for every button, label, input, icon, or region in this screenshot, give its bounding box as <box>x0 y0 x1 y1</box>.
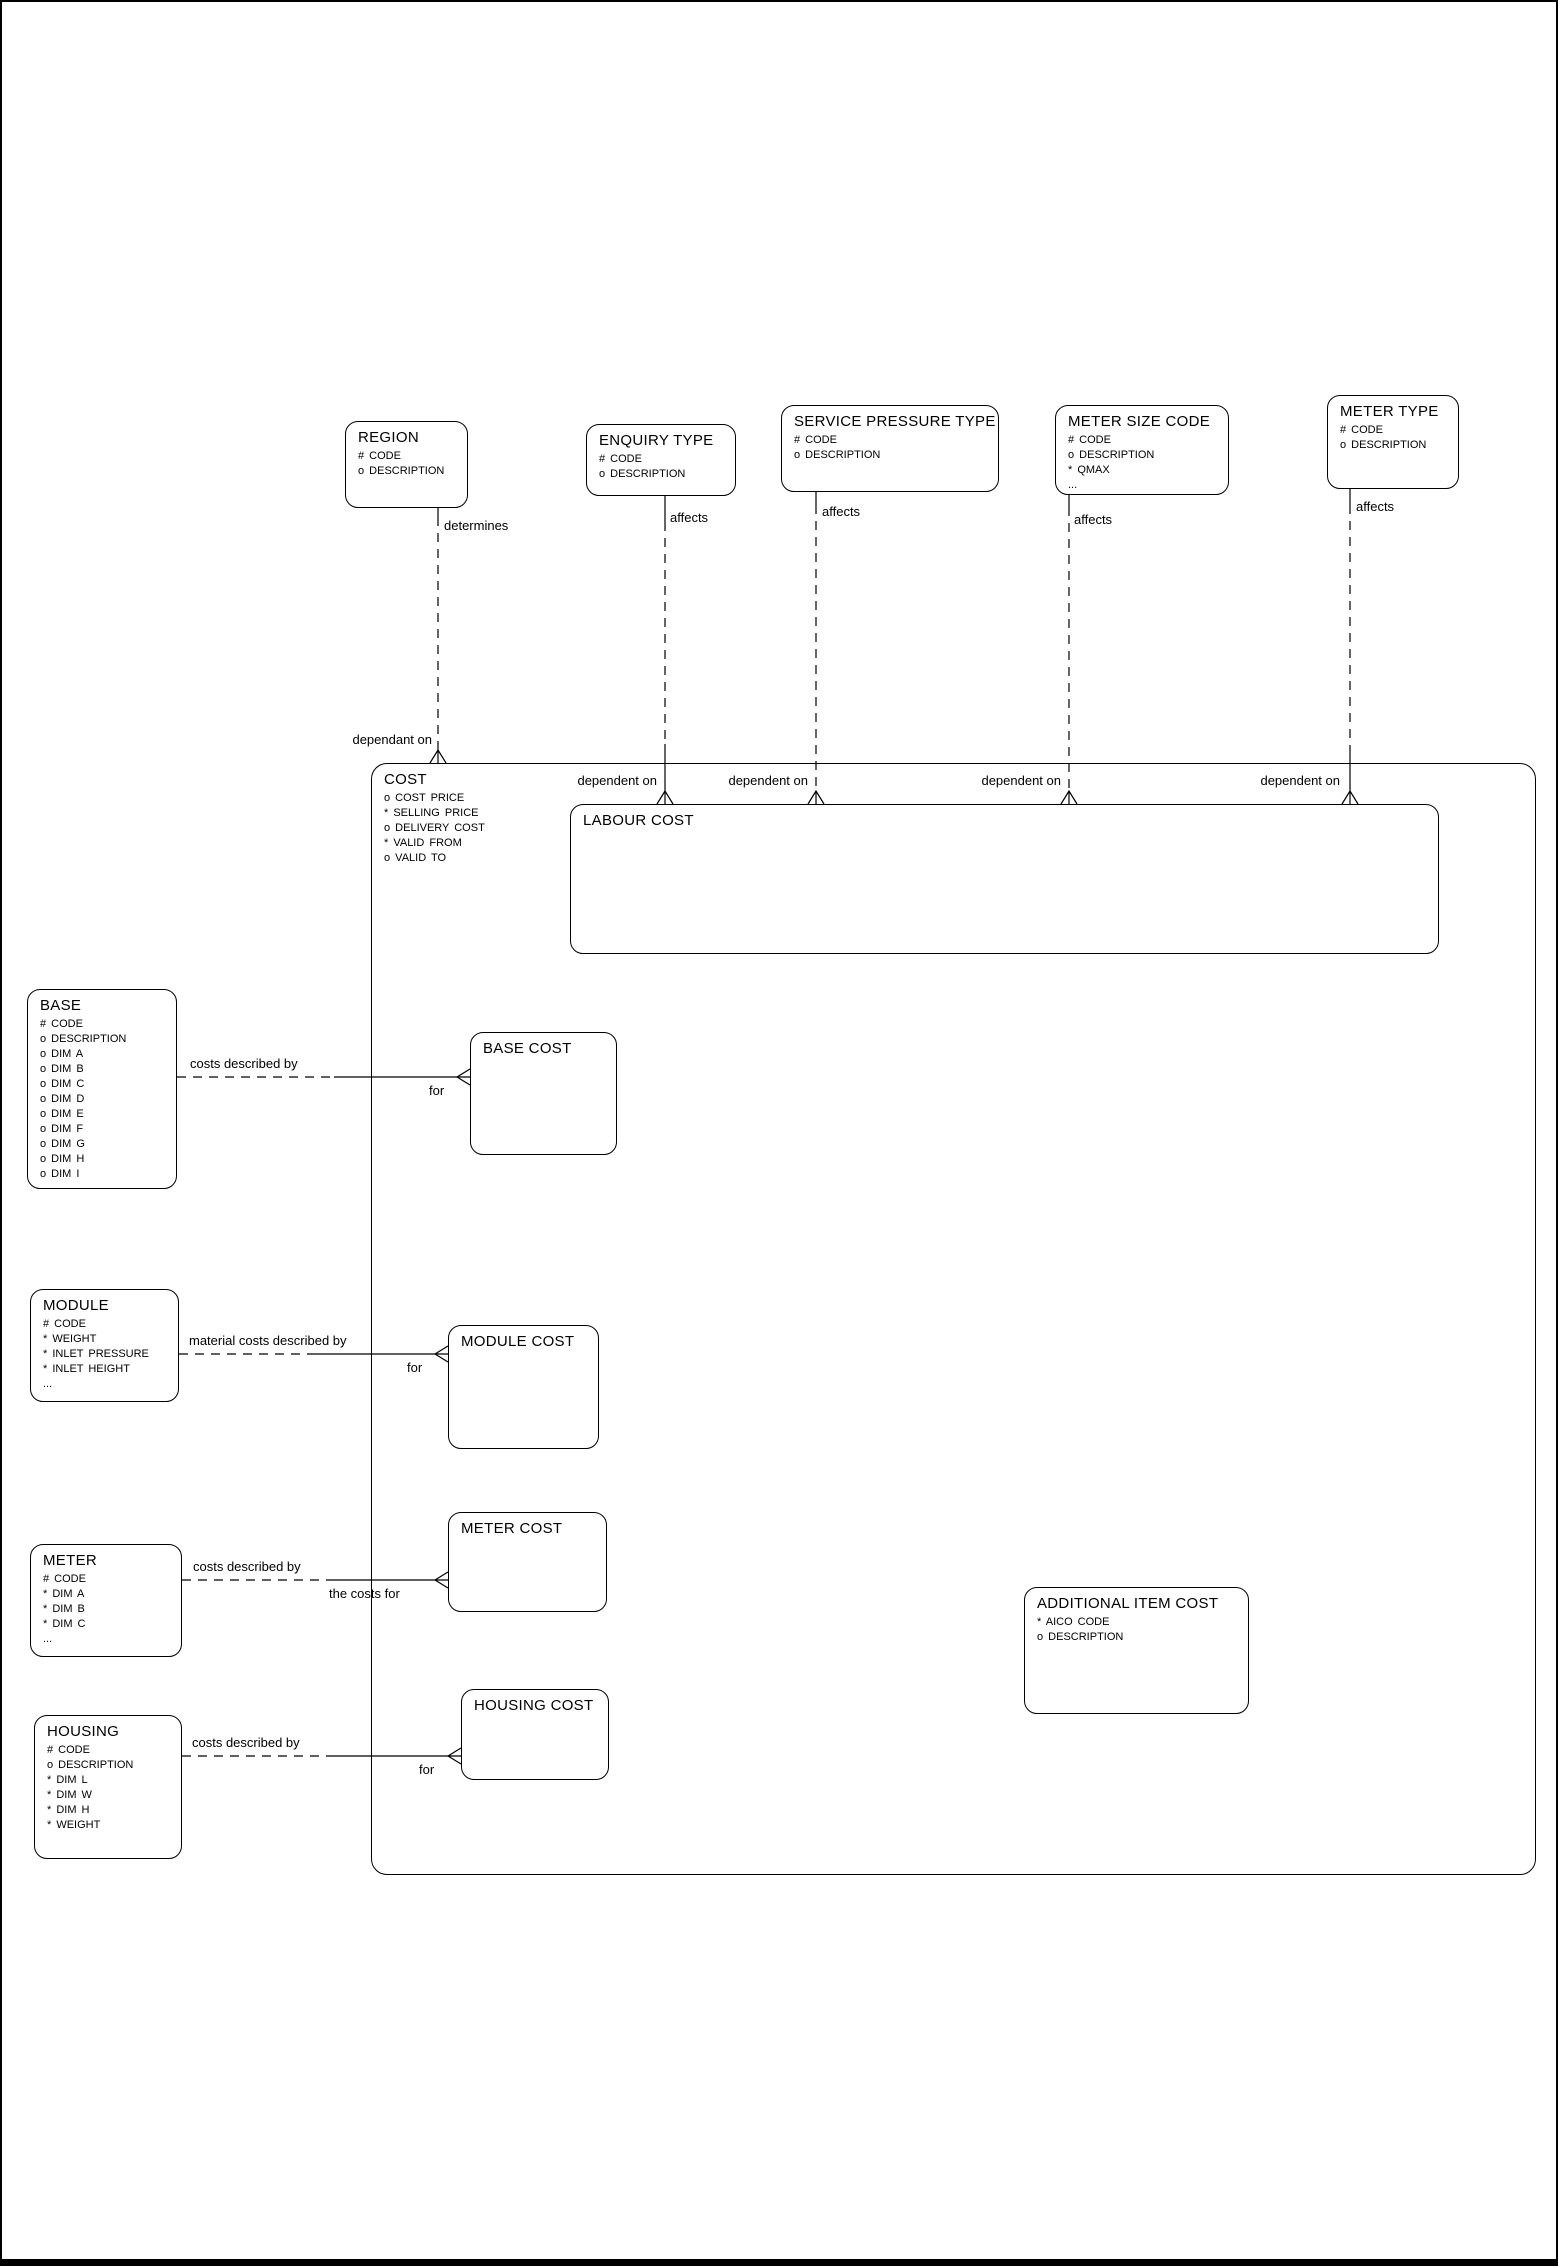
entity-attribute: o DESCRIPTION <box>358 465 445 477</box>
entity-attribute: # CODE <box>43 1573 86 1585</box>
entity-attribute: o DESCRIPTION <box>794 449 881 461</box>
relationship-label-dependent-on-enquiry: dependent on <box>577 773 657 788</box>
entity-attribute: * WEIGHT <box>43 1333 97 1345</box>
entity-title: HOUSING COST <box>474 1697 594 1714</box>
entity-title: METER <box>43 1552 97 1569</box>
relationship-label-dependent-on-metertype: dependent on <box>1260 773 1340 788</box>
entity-attribute: * DIM H <box>47 1804 90 1816</box>
entity-attribute: # CODE <box>43 1318 86 1330</box>
entity-attribute: * QMAX <box>1068 464 1110 476</box>
entity-attribute: # CODE <box>40 1018 83 1030</box>
entity-attribute: o DIM B <box>40 1063 84 1075</box>
relationship-label-affects-service: affects <box>822 504 861 519</box>
relationship-label-for-module: for <box>407 1360 423 1375</box>
entity-attribute: o DESCRIPTION <box>1340 439 1427 451</box>
relationship-label-for-housing: for <box>419 1762 435 1777</box>
entity-attribute: o DIM E <box>40 1108 84 1120</box>
relationship-label-determines: determines <box>444 518 509 533</box>
entity-additional-item-cost[interactable]: ADDITIONAL ITEM COST * AICO CODE o DESCR… <box>1024 1587 1249 1714</box>
entity-base[interactable]: BASE # CODE o DESCRIPTION o DIM A o DIM … <box>27 989 177 1189</box>
entity-attribute: # CODE <box>1068 434 1111 446</box>
entity-attribute: o DIM I <box>40 1168 80 1180</box>
entity-meter-size-code[interactable]: METER SIZE CODE # CODE o DESCRIPTION * Q… <box>1055 405 1229 495</box>
entity-attribute: o DIM D <box>40 1093 85 1105</box>
entity-title: ADDITIONAL ITEM COST <box>1037 1595 1219 1612</box>
entity-attribute: # CODE <box>794 434 837 446</box>
entity-title: METER COST <box>461 1520 563 1537</box>
entity-attribute: # CODE <box>47 1744 90 1756</box>
entity-attribute: o COST PRICE <box>384 792 465 804</box>
relationship-label-affects-metersize: affects <box>1074 512 1113 527</box>
entity-module[interactable]: MODULE # CODE * WEIGHT * INLET PRESSURE … <box>30 1289 179 1402</box>
entity-title: COST <box>384 771 427 788</box>
entity-attribute: o DIM G <box>40 1138 85 1150</box>
entity-attribute: ... <box>43 1378 53 1390</box>
entity-attribute: o DESCRIPTION <box>47 1759 134 1771</box>
relationship-label-dependant-on: dependant on <box>352 732 432 747</box>
entity-attribute: o DESCRIPTION <box>40 1033 127 1045</box>
entity-attribute: o DELIVERY COST <box>384 822 485 834</box>
entity-attribute: * AICO CODE <box>1037 1616 1110 1628</box>
entity-title: ENQUIRY TYPE <box>599 432 714 449</box>
relationship-label-affects-metertype: affects <box>1356 499 1395 514</box>
relationship-label-costs-described-by-base: costs described by <box>190 1056 298 1071</box>
entity-base-cost[interactable]: BASE COST <box>470 1032 617 1155</box>
entity-attribute: o DIM A <box>40 1048 84 1060</box>
entity-attribute: # CODE <box>358 450 401 462</box>
relationship-label-for-base: for <box>429 1083 445 1098</box>
entity-region[interactable]: REGION # CODE o DESCRIPTION <box>345 421 468 508</box>
entity-attribute: ... <box>43 1633 53 1645</box>
entity-title: HOUSING <box>47 1723 120 1740</box>
entity-title: MODULE <box>43 1297 109 1314</box>
entity-attribute: * DIM L <box>47 1774 88 1786</box>
relationship-label-the-costs-for: the costs for <box>329 1586 400 1601</box>
relationship-label-material-costs-described-by: material costs described by <box>189 1333 347 1348</box>
entity-enquiry-type[interactable]: ENQUIRY TYPE # CODE o DESCRIPTION <box>586 424 736 496</box>
entity-attribute: * SELLING PRICE <box>384 807 479 819</box>
entity-attribute: * INLET HEIGHT <box>43 1363 130 1375</box>
entity-housing[interactable]: HOUSING # CODE o DESCRIPTION * DIM L * D… <box>34 1715 182 1859</box>
entity-attribute: * DIM B <box>43 1603 85 1615</box>
relationship-label-dependent-on-metersize: dependent on <box>981 773 1061 788</box>
entity-meter-type[interactable]: METER TYPE # CODE o DESCRIPTION <box>1327 395 1459 489</box>
entity-attribute: * DIM W <box>47 1789 92 1801</box>
entity-title: SERVICE PRESSURE TYPE <box>794 413 996 430</box>
entity-attribute: * DIM C <box>43 1618 86 1630</box>
entity-attribute: * VALID FROM <box>384 837 462 849</box>
entity-attribute: o DIM H <box>40 1153 85 1165</box>
entity-service-pressure-type[interactable]: SERVICE PRESSURE TYPE # CODE o DESCRIPTI… <box>781 405 999 492</box>
entity-attribute: # CODE <box>599 453 642 465</box>
entity-attribute: o VALID TO <box>384 852 447 864</box>
relationship-label-dependent-on-service: dependent on <box>728 773 808 788</box>
entity-attribute: o DESCRIPTION <box>1068 449 1155 461</box>
relationship-label-costs-described-by-meter: costs described by <box>193 1559 301 1574</box>
entity-meter[interactable]: METER # CODE * DIM A * DIM B * DIM C ... <box>30 1544 182 1657</box>
entity-attribute: o DESCRIPTION <box>599 468 686 480</box>
entity-attribute: * WEIGHT <box>47 1819 101 1831</box>
entity-attribute: # CODE <box>1340 424 1383 436</box>
entity-attribute: * DIM A <box>43 1588 85 1600</box>
entity-housing-cost[interactable]: HOUSING COST <box>461 1689 609 1780</box>
relationship-label-costs-described-by-housing: costs described by <box>192 1735 300 1750</box>
entity-attribute: o DIM F <box>40 1123 84 1135</box>
entity-title: BASE COST <box>483 1040 572 1057</box>
entity-title: LABOUR COST <box>583 812 694 829</box>
entity-labour-cost[interactable]: LABOUR COST <box>570 804 1439 954</box>
relationship-label-affects-enquiry: affects <box>670 510 709 525</box>
entity-attribute: o DIM C <box>40 1078 85 1090</box>
crow-foot-region-cost <box>429 748 447 764</box>
entity-meter-cost[interactable]: METER COST <box>448 1512 607 1612</box>
entity-title: MODULE COST <box>461 1333 575 1350</box>
entity-attribute: ... <box>1068 479 1078 491</box>
entity-attribute: o DESCRIPTION <box>1037 1631 1124 1643</box>
entity-title: REGION <box>358 429 419 446</box>
entity-title: METER SIZE CODE <box>1068 413 1211 430</box>
entity-module-cost[interactable]: MODULE COST <box>448 1325 599 1449</box>
entity-attribute: * INLET PRESSURE <box>43 1348 149 1360</box>
entity-title: BASE <box>40 997 82 1014</box>
entity-title: METER TYPE <box>1340 403 1439 420</box>
